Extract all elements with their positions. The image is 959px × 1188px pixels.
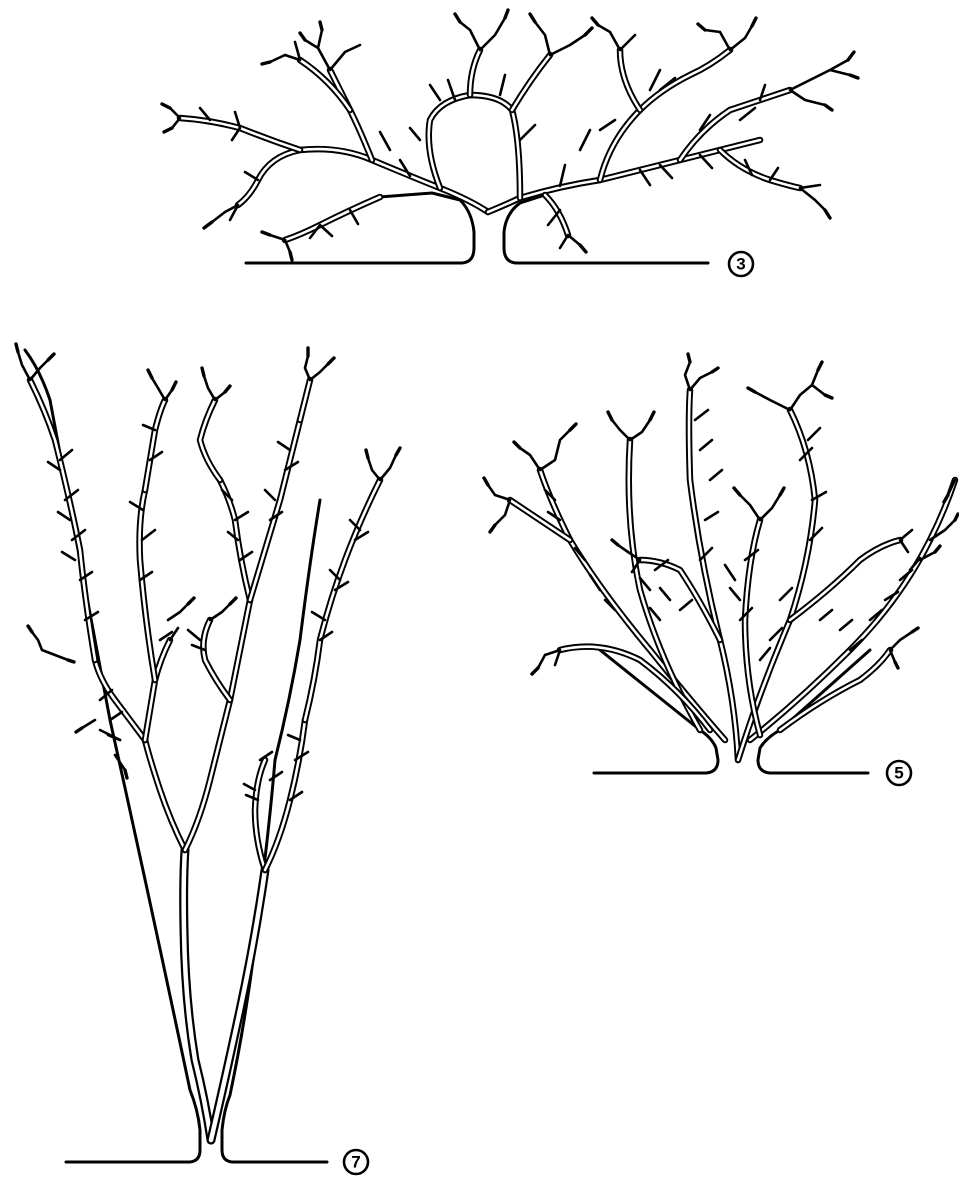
plant-5-drawing <box>484 354 958 773</box>
plant-7-ground-left <box>25 350 200 1162</box>
plant-3-scaffold <box>180 50 800 240</box>
plant-7-drawing <box>16 344 400 1162</box>
plant-7-label: 7 <box>351 1153 360 1172</box>
plant-7-tag: 7 <box>344 1150 368 1174</box>
plant-7-ground-right <box>222 500 327 1162</box>
plant-5-ground-right <box>758 650 870 773</box>
plant-3-label: 3 <box>736 255 745 274</box>
plant-5-tag: 5 <box>887 761 911 785</box>
plant-3-ground-right <box>504 195 708 263</box>
plant-3-tag: 3 <box>729 252 753 276</box>
plant-3-drawing <box>162 10 858 263</box>
plant-5-label: 5 <box>894 764 903 783</box>
plant-7-scaffold <box>30 380 380 1140</box>
